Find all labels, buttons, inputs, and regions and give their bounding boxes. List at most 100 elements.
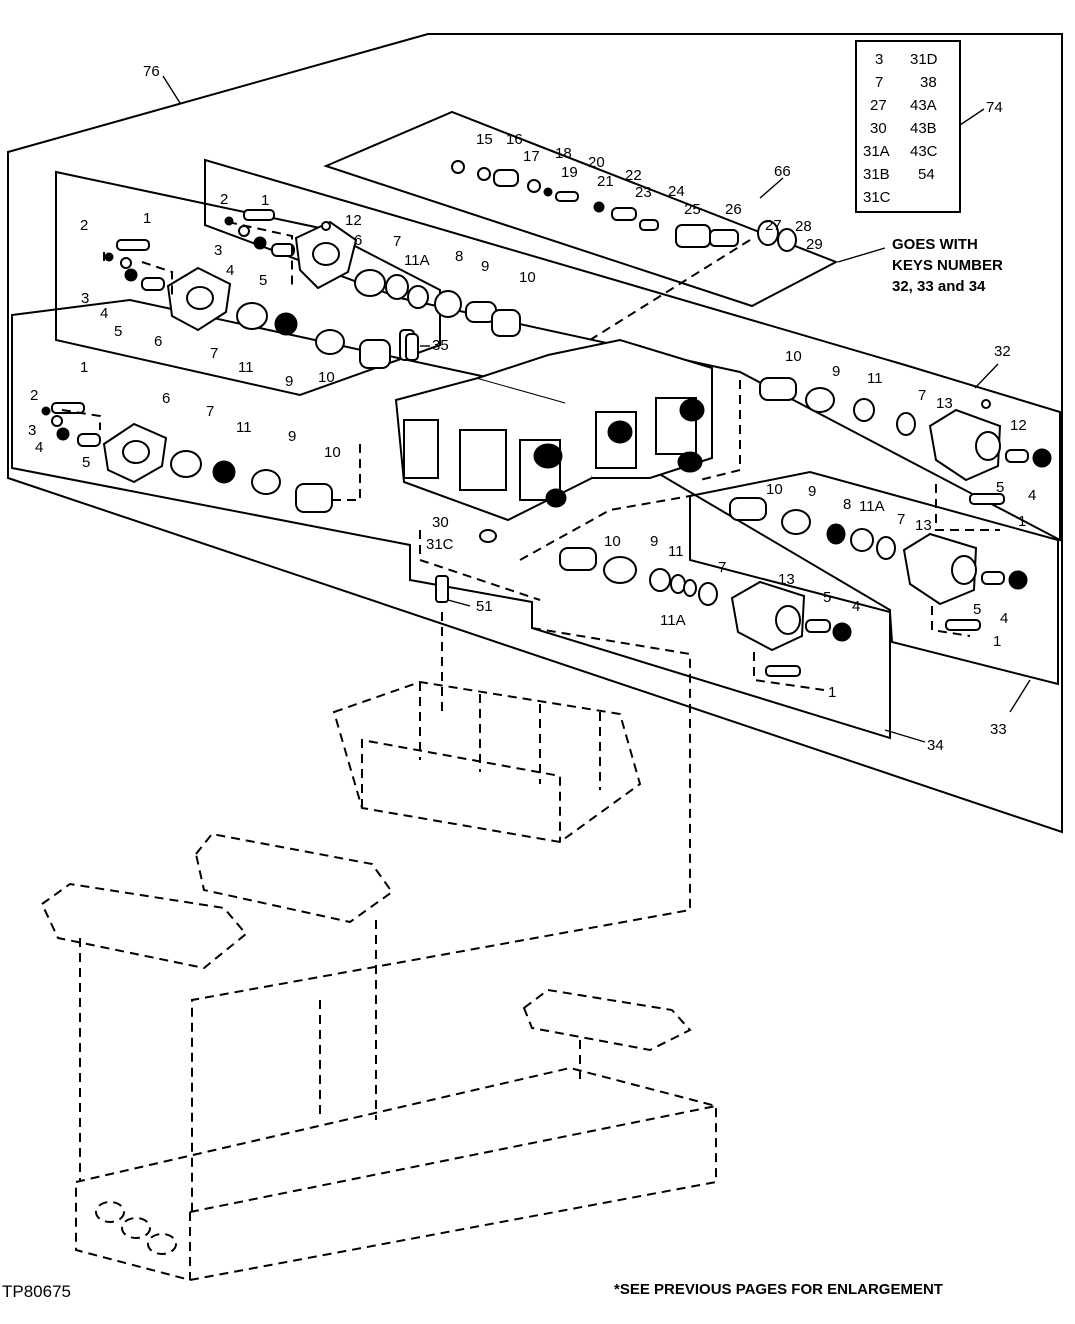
callout-2: 2 (80, 217, 88, 234)
dashed-plate-small (522, 988, 692, 1052)
callout-5: 5 (823, 589, 831, 606)
callout-4: 4 (35, 439, 43, 456)
callout-3: 3 (214, 242, 222, 259)
kit-table-rows: 3 31D 7 38 27 43A 30 43B 31A 43C 31B 54 … (863, 51, 938, 206)
dashed-base-block (75, 1066, 717, 1282)
callout-10: 10 (604, 533, 621, 550)
kit-cell: 43B (910, 120, 937, 137)
kit-cell: 43A (910, 97, 937, 114)
callout-9: 9 (288, 428, 296, 445)
callout-6: 6 (354, 232, 362, 249)
callout-7: 7 (918, 387, 926, 404)
callout-5: 5 (973, 601, 981, 618)
valve-cover-assembly-left-upper (104, 239, 415, 369)
goes-with-line1: GOES WITH (892, 236, 978, 253)
callout-1: 1 (993, 633, 1001, 650)
kit-cell: 27 (870, 97, 887, 114)
callout-6: 6 (162, 390, 170, 407)
callout-1: 1 (261, 192, 269, 209)
callout-11: 11 (236, 419, 252, 436)
dashed-alignment-lines (61, 221, 1000, 1212)
callout-4: 4 (226, 262, 234, 279)
callout-6: 6 (154, 333, 162, 350)
callout-7: 7 (718, 559, 726, 576)
callout-33: 33 (990, 721, 1007, 738)
callout-1: 1 (1018, 513, 1026, 530)
valve-cover-assembly-left-lower (41, 402, 333, 513)
kit-cell: 31D (910, 51, 938, 68)
bolt-51 (435, 575, 449, 603)
callout-11a: 11A (660, 612, 686, 629)
callout-13: 13 (936, 395, 953, 412)
callout-7: 7 (897, 511, 905, 528)
callout-11a: 11A (404, 252, 430, 269)
callout-30: 30 (432, 514, 449, 531)
callout-7: 7 (210, 345, 218, 362)
kit-table-74 (855, 40, 961, 213)
callout-10: 10 (766, 481, 783, 498)
kit-cell: 3 (875, 51, 883, 68)
dashed-plate-left (40, 882, 248, 970)
callout-1: 1 (80, 359, 88, 376)
callout-9: 9 (832, 363, 840, 380)
callout-29: 29 (806, 236, 823, 253)
callout-1: 1 (143, 210, 151, 227)
callout-18: 18 (555, 145, 572, 162)
callout-21: 21 (597, 173, 614, 190)
plate-33 (689, 470, 1059, 686)
valve-cover-assembly-upper (224, 209, 521, 337)
callout-22: 22 (625, 167, 642, 184)
plate-32 (204, 158, 1061, 542)
callout-11: 11 (238, 359, 254, 376)
callout-5: 5 (259, 272, 267, 289)
kit-cell: 31C (863, 189, 891, 206)
callout-3: 3 (81, 290, 89, 307)
goes-with-line2: KEYS NUMBER (892, 257, 1003, 274)
callout-20: 20 (588, 154, 605, 171)
callout-27: 27 (765, 217, 782, 234)
callout-35: 35 (432, 337, 449, 354)
valve-assembly-right-32 (759, 377, 1052, 505)
callout-19: 19 (561, 164, 578, 181)
callout-15: 15 (476, 131, 493, 148)
callout-11: 11 (668, 543, 684, 560)
callout-31c: 31C (426, 536, 454, 553)
callout-12: 12 (1010, 417, 1027, 434)
callout-34: 34 (927, 737, 944, 754)
valve-assembly-33 (729, 497, 1028, 631)
main-control-valve-body (394, 333, 713, 543)
callout-32: 32 (994, 343, 1011, 360)
callout-13: 13 (778, 571, 795, 588)
callout-4: 4 (1000, 610, 1008, 627)
callout-12: 12 (345, 212, 362, 229)
kit-cell: 43C (910, 143, 938, 160)
callout-10: 10 (519, 269, 536, 286)
kit-cell: 7 (875, 74, 883, 91)
kit-cell: 30 (870, 120, 887, 137)
callout-4: 4 (1028, 487, 1036, 504)
callout-7: 7 (393, 233, 401, 250)
figure-id: TP80675 (2, 1282, 71, 1301)
callout-10: 10 (324, 444, 341, 461)
outer-plate-76 (7, 33, 1063, 834)
goes-with-line3: 32, 33 and 34 (892, 278, 986, 295)
callout-10: 10 (318, 369, 335, 386)
callout-23: 23 (635, 184, 652, 201)
callout-17: 17 (523, 148, 540, 165)
callout-26: 26 (725, 201, 742, 218)
plate-66 (323, 110, 839, 308)
callout-4: 4 (852, 598, 860, 615)
callout-13: 13 (915, 517, 932, 534)
callout-51: 51 (476, 598, 493, 615)
callout-11a: 11A (859, 498, 885, 515)
callout-5: 5 (114, 323, 122, 340)
callout-8: 8 (455, 248, 463, 265)
callout-24: 24 (668, 183, 685, 200)
callout-1: 1 (828, 684, 836, 701)
callout-74: 74 (986, 99, 1003, 116)
callout-5: 5 (996, 479, 1004, 496)
callout-16: 16 (506, 131, 523, 148)
callout-7: 7 (206, 403, 214, 420)
spool-parts-row-66 (451, 160, 797, 252)
